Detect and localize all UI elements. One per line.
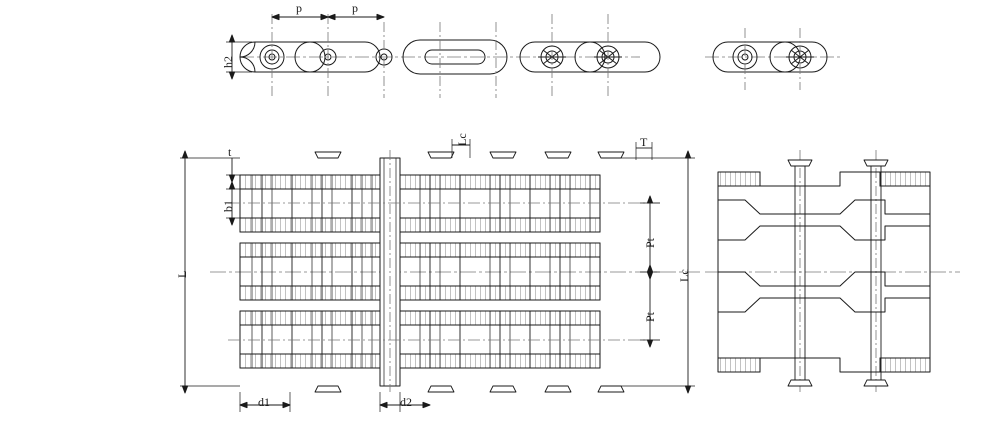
front-view-main [180, 139, 700, 412]
label-inner-width: b1 [221, 200, 235, 212]
label-chain-length: L [175, 270, 189, 278]
label-roller-diameter-text: d1 [258, 395, 270, 409]
section-view-right [705, 150, 960, 392]
end-view-top-right [705, 28, 840, 90]
label-transverse-pitch-2: Pt [643, 311, 657, 322]
label-pitch-left: p [296, 1, 302, 15]
label-plate-thickness: t [228, 145, 232, 159]
label-overall-width-top: Lc [455, 133, 469, 146]
label-transverse-pitch-1: Pt [643, 237, 657, 248]
label-pitch-right: p [352, 1, 358, 15]
label-pin-diameter: d2 [400, 395, 412, 409]
side-view-top [226, 13, 661, 98]
label-overall-width-right: Lc [677, 269, 691, 282]
label-plate-height: h2 [221, 56, 235, 68]
label-transverse-pitch-top: T [640, 135, 648, 149]
